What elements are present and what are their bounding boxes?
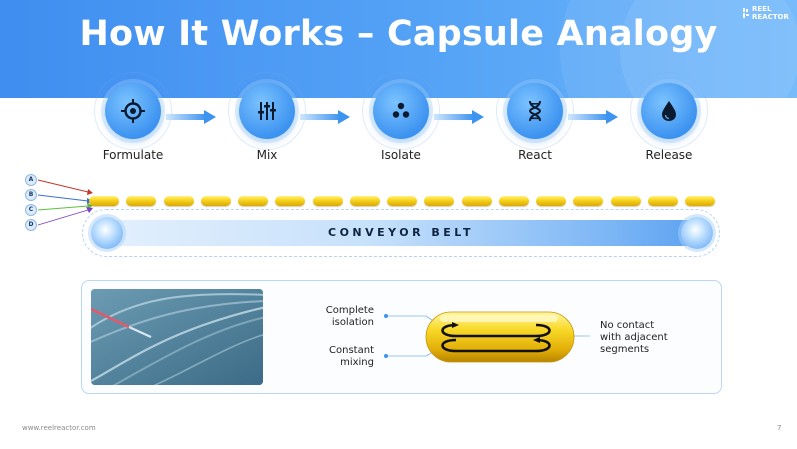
capsule xyxy=(648,196,678,206)
three-dots-icon xyxy=(392,102,410,118)
step-isolate-circle xyxy=(373,83,429,139)
brand-logo: REEL REACTOR xyxy=(743,5,789,21)
step-ring xyxy=(630,72,708,150)
mixing-loop-bottom xyxy=(441,338,551,353)
page-number: 7 xyxy=(777,424,782,432)
legend-marker-a: A xyxy=(25,174,37,186)
capsule xyxy=(685,196,715,206)
step-label-react: React xyxy=(518,148,552,162)
legend-marker-b: B xyxy=(25,189,37,201)
pointer-line-b xyxy=(37,194,89,202)
callout-text: No contact xyxy=(600,320,655,331)
left-roller xyxy=(91,217,123,249)
legend-marker-d: D xyxy=(25,219,37,231)
logo-text-line1: REEL xyxy=(752,5,772,13)
arrow-right-icon xyxy=(434,110,484,124)
step-label-mix: Mix xyxy=(256,148,278,162)
crosshair-icon xyxy=(121,99,145,123)
page-title: How It Works – Capsule Analogy xyxy=(79,14,718,54)
conveyor-belt xyxy=(96,220,706,246)
capsule xyxy=(238,196,268,206)
sliders-icon xyxy=(258,102,276,120)
step-ring xyxy=(362,72,440,150)
capsule xyxy=(536,196,566,206)
legend-marker-c: C xyxy=(25,204,37,216)
pointer-line-d xyxy=(37,209,89,226)
arrow-right-icon xyxy=(166,110,216,124)
step-label-release: Release xyxy=(645,148,693,162)
step-label-isolate: Isolate xyxy=(381,148,421,162)
callout-text: segments xyxy=(600,344,650,355)
pointer-line-a xyxy=(37,179,89,193)
capsule xyxy=(462,196,492,206)
callout-text: Constant xyxy=(329,345,374,356)
mixing-loop-top xyxy=(441,323,551,338)
droplet-icon xyxy=(662,101,676,121)
callout-text: mixing xyxy=(340,357,374,368)
step-ring xyxy=(496,72,574,150)
tubing-illustration xyxy=(91,289,263,385)
step-label-formulate: Formulate xyxy=(102,148,164,162)
microfluidic-tubing-photo xyxy=(91,289,263,385)
capsule xyxy=(611,196,641,206)
arrow-right-icon xyxy=(300,110,350,124)
callout-text: Complete xyxy=(325,305,374,316)
capsule xyxy=(313,196,343,206)
conveyor-outline xyxy=(82,209,720,257)
callout-text: with adjacent xyxy=(600,332,668,343)
step-mix-circle xyxy=(239,83,295,139)
logo-text-line2: REACTOR xyxy=(752,12,789,21)
logo-mark-icon xyxy=(743,8,749,18)
capsule xyxy=(126,196,156,206)
conveyor-belt-label: CONVEYOR BELT xyxy=(328,226,474,239)
capsule xyxy=(201,196,231,206)
capsule xyxy=(573,196,603,206)
capsule xyxy=(350,196,380,206)
capsule xyxy=(387,196,417,206)
pointer-line-c xyxy=(37,205,89,211)
arrow-right-icon xyxy=(568,110,618,124)
step-react-circle xyxy=(507,83,563,139)
step-formulate-circle xyxy=(105,83,161,139)
callout-text: isolation xyxy=(331,317,374,328)
step-ring xyxy=(94,72,172,150)
step-release-circle xyxy=(641,83,697,139)
step-ring xyxy=(228,72,306,150)
dna-icon xyxy=(528,100,542,122)
legend-pointer-lines xyxy=(37,179,93,226)
right-roller xyxy=(681,217,713,249)
footer-website: www.reelreactor.com xyxy=(22,424,96,432)
callout-no-contact: No contact with adjacent segments xyxy=(600,320,690,356)
callout-constant-mixing: Constant mixing xyxy=(310,345,374,369)
capsule-highlight xyxy=(440,315,558,322)
capsule xyxy=(275,196,305,206)
callout-complete-isolation: Complete isolation xyxy=(310,305,374,329)
capsule xyxy=(499,196,529,206)
capsule xyxy=(164,196,194,206)
capsule xyxy=(89,196,119,206)
capsule xyxy=(424,196,454,206)
capsule-closeup xyxy=(384,311,590,363)
